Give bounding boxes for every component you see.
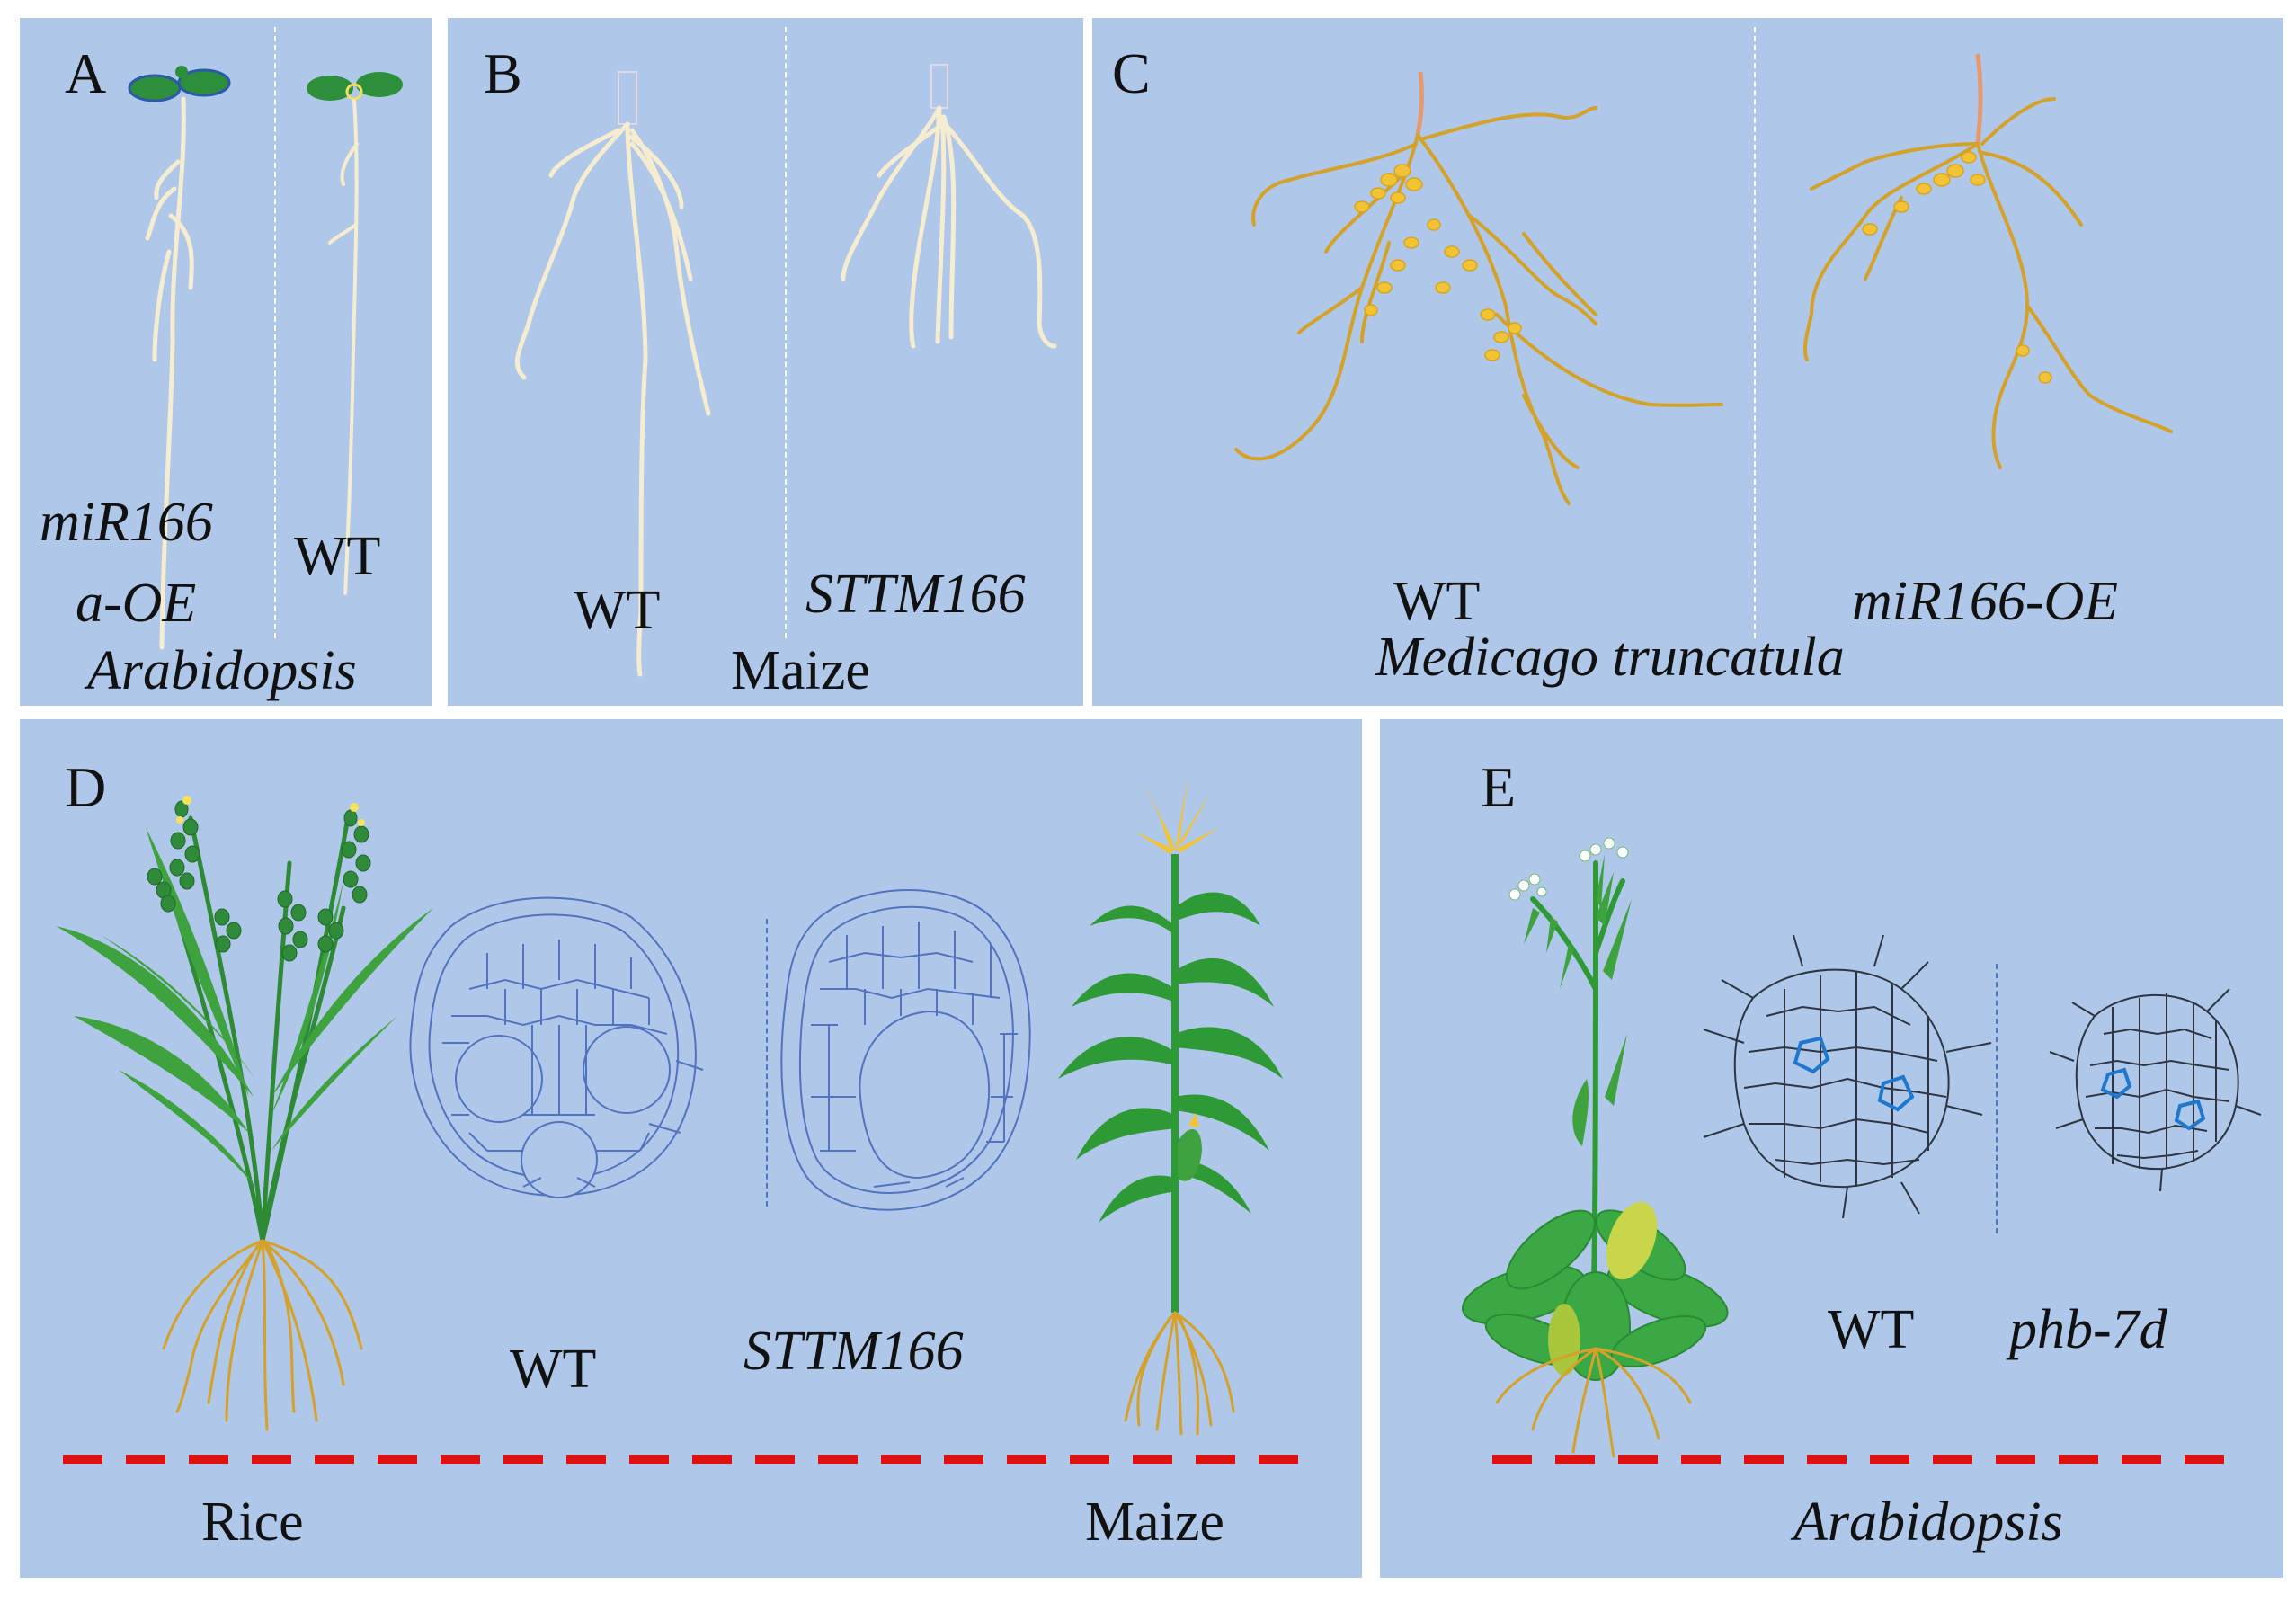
rice-plant-icon [56, 796, 433, 1431]
ground-line-e [1492, 1455, 2246, 1464]
divider-e [1996, 964, 1998, 1233]
panel-letter-a: A [65, 41, 107, 105]
divider-b [785, 27, 787, 638]
label-b-wt: WT [574, 580, 661, 641]
label-a-oe: a-OE [76, 573, 197, 634]
panel-b: B WT STTM166 Maize [448, 18, 1083, 706]
panel-d: D [20, 719, 1362, 1578]
panel-a: A miR166 a-OE WT Arabidopsis [20, 18, 432, 706]
species-d-maize: Maize [1085, 1492, 1224, 1553]
label-b-sttm166: STTM166 [805, 564, 1026, 625]
maize-plant-icon [1058, 773, 1283, 1436]
divider-a [274, 27, 276, 638]
panel-letter-d: D [65, 755, 107, 819]
label-c-mir166-oe: miR166-OE [1852, 571, 2119, 632]
nodulated-root-icon [1234, 53, 2173, 505]
panel-letter-c: C [1112, 41, 1151, 105]
root-cross-section-icon [409, 889, 1031, 1211]
root-system-icon [514, 64, 1057, 677]
label-a-wt: WT [294, 526, 381, 587]
label-a-mir166: miR166 [40, 492, 213, 553]
species-e: Arabidopsis [1793, 1492, 2063, 1553]
label-d-wt: WT [510, 1339, 597, 1400]
divider-c [1754, 27, 1756, 638]
stele-cross-section-icon [1703, 934, 2262, 1219]
divider-d [766, 919, 768, 1207]
label-d-sttm166: STTM166 [743, 1321, 964, 1382]
panel-letter-b: B [484, 41, 522, 105]
ground-line-d [63, 1455, 1299, 1464]
species-a: Arabidopsis [87, 640, 357, 701]
species-c: Medicago truncatula [1375, 627, 1845, 688]
label-e-wt: WT [1828, 1299, 1915, 1360]
label-e-phb-7d: phb-7d [2009, 1299, 2167, 1360]
species-d-rice: Rice [201, 1492, 304, 1553]
panel-e: E [1380, 719, 2283, 1578]
seedling-icon [128, 66, 403, 650]
species-b: Maize [731, 640, 870, 701]
panel-letter-e: E [1481, 755, 1517, 819]
arabidopsis-plant-icon [1461, 837, 1729, 1458]
panel-c: C [1092, 18, 2283, 706]
label-c-wt: WT [1393, 571, 1481, 632]
